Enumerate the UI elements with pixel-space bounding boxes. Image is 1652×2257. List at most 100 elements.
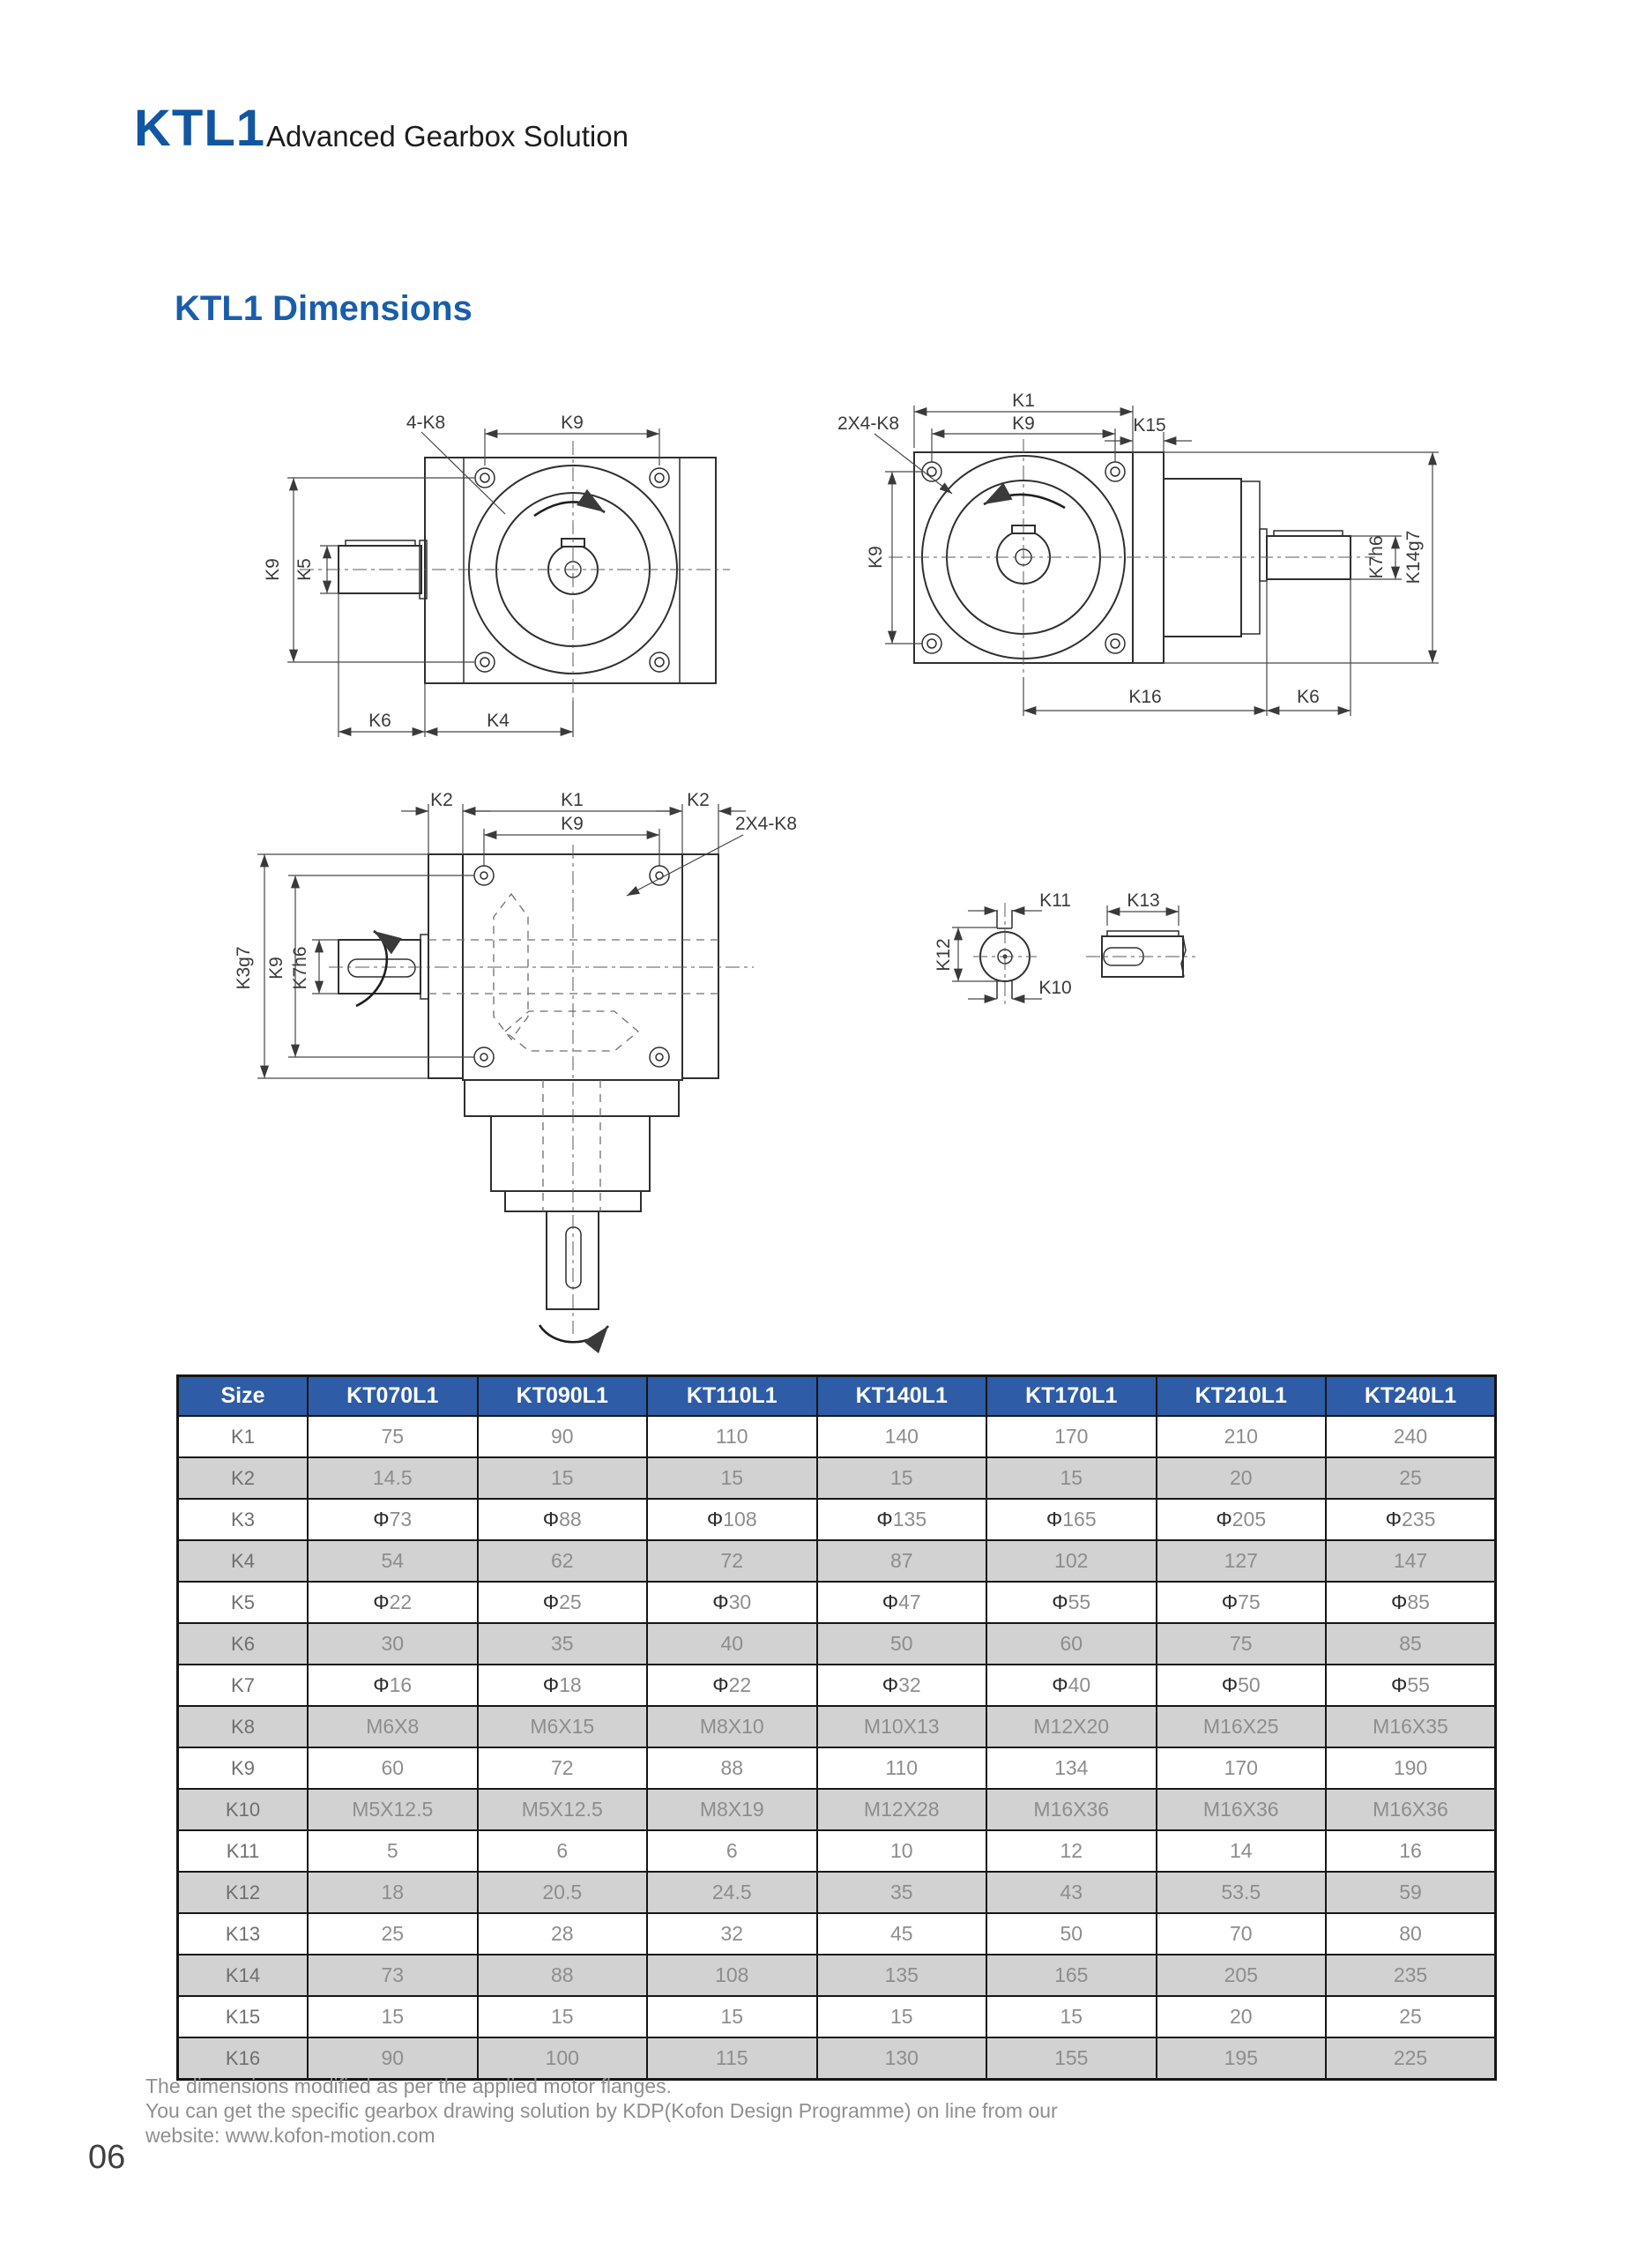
view-top [257, 804, 754, 1354]
dim-label: K11 [1039, 890, 1071, 911]
footnote-line: website: www.kofon-motion.com [145, 2124, 435, 2147]
table-cell: 140 [815, 1415, 987, 1458]
dim-label: K13 [1127, 890, 1159, 911]
table-cell: 100 [476, 2037, 648, 2081]
table-cell: 110 [646, 1415, 818, 1458]
table-cell: 15 [986, 1456, 1157, 1500]
dim-label: K9 [263, 558, 283, 581]
table-cell: M12X20 [986, 1705, 1157, 1748]
dim-label: K9 [561, 413, 584, 433]
brand-subtitle: Advanced Gearbox Solution [266, 120, 629, 153]
table-cell: 225 [1325, 2037, 1497, 2081]
dim-label: K2 [687, 790, 710, 810]
dim-label: K16 [1128, 687, 1161, 707]
view-front-flange [287, 428, 730, 737]
dim-label: K5 [294, 558, 315, 581]
row-label: K7 [176, 1664, 309, 1707]
table-cell: Φ55 [1325, 1664, 1497, 1707]
table-cell: Φ75 [1155, 1581, 1327, 1624]
table-cell: 72 [476, 1747, 648, 1790]
table-cell: Φ18 [476, 1664, 648, 1707]
page-number: 06 [88, 2139, 126, 2176]
table-cell: M6X8 [307, 1705, 479, 1748]
dim-label: K14g7 [1403, 531, 1424, 585]
table-cell: 10 [815, 1829, 987, 1873]
table-cell: 90 [307, 2037, 479, 2081]
row-label: K5 [176, 1581, 309, 1624]
table-cell: 60 [307, 1747, 479, 1790]
table-cell: 35 [476, 1622, 648, 1665]
table-cell: 32 [646, 1912, 818, 1955]
detail-key [1086, 905, 1195, 978]
table-cell: 170 [1155, 1747, 1327, 1790]
table-cell: Φ85 [1325, 1581, 1497, 1624]
table-cell: 15 [476, 1456, 648, 1500]
table-cell: M16X36 [1155, 1788, 1327, 1831]
footnote-line: You can get the specific gearbox drawing… [145, 2099, 1058, 2122]
drawings-svg: 4-K8K9K9K5K6K42X4-K8K1K9K15K9K7h6K14g7K1… [234, 391, 1439, 1354]
table-cell: 5 [307, 1829, 479, 1873]
hidden-cavity [493, 892, 529, 1041]
row-label: K6 [176, 1622, 309, 1665]
table-cell: Φ30 [646, 1581, 818, 1624]
table-cell: 12 [986, 1829, 1157, 1873]
row-label: K11 [176, 1829, 309, 1873]
model-column-header: KT210L1 [1155, 1374, 1327, 1417]
table-cell: 210 [1155, 1415, 1327, 1458]
dim-label: K7h6 [290, 946, 310, 989]
view-side-output [874, 406, 1439, 716]
table-cell: Φ16 [307, 1664, 479, 1707]
table-cell: 88 [476, 1954, 648, 1997]
detail-shaft-end [952, 903, 1042, 1007]
row-label: K12 [176, 1871, 309, 1914]
keyway-slot [347, 958, 416, 978]
table-cell: 15 [986, 1995, 1157, 2038]
table-cell: 15 [646, 1995, 818, 2038]
table-cell: 62 [476, 1539, 648, 1583]
table-cell: 15 [815, 1456, 987, 1500]
table-cell: 20 [1155, 1456, 1327, 1500]
table-cell: 15 [815, 1995, 987, 2038]
row-label: K16 [176, 2037, 309, 2081]
dim-label: 2X4-K8 [837, 413, 899, 434]
table-cell: M12X28 [815, 1788, 987, 1831]
row-label: K10 [176, 1788, 309, 1831]
dim-label: K9 [1012, 413, 1035, 434]
size-column-header: Size [176, 1374, 309, 1417]
model-column-header: KT170L1 [986, 1374, 1157, 1417]
table-cell: 24.5 [646, 1871, 818, 1914]
model-column-header: KT110L1 [646, 1374, 818, 1417]
table-cell: 90 [476, 1415, 648, 1458]
table-cell: 35 [815, 1871, 987, 1914]
table-cell: 190 [1325, 1747, 1497, 1790]
table-cell: Φ47 [815, 1581, 987, 1624]
table-cell: 75 [1155, 1622, 1327, 1665]
section-title: KTL1 Dimensions [175, 289, 473, 328]
dim-label: K7h6 [1366, 535, 1387, 578]
table-cell: 45 [815, 1912, 987, 1955]
table-cell: 54 [307, 1539, 479, 1583]
rotation-arrow-cw [533, 488, 606, 518]
table-cell: M16X25 [1155, 1705, 1327, 1748]
table-cell: 28 [476, 1912, 648, 1955]
table-cell: 195 [1155, 2037, 1327, 2081]
table-cell: 115 [646, 2037, 818, 2081]
table-cell: 30 [307, 1622, 479, 1665]
dim-label: K15 [1133, 415, 1165, 436]
table-cell: M16X36 [1325, 1788, 1497, 1831]
table-cell: 40 [646, 1622, 818, 1665]
flange-holes [473, 865, 670, 1068]
table-cell: 88 [646, 1747, 818, 1790]
